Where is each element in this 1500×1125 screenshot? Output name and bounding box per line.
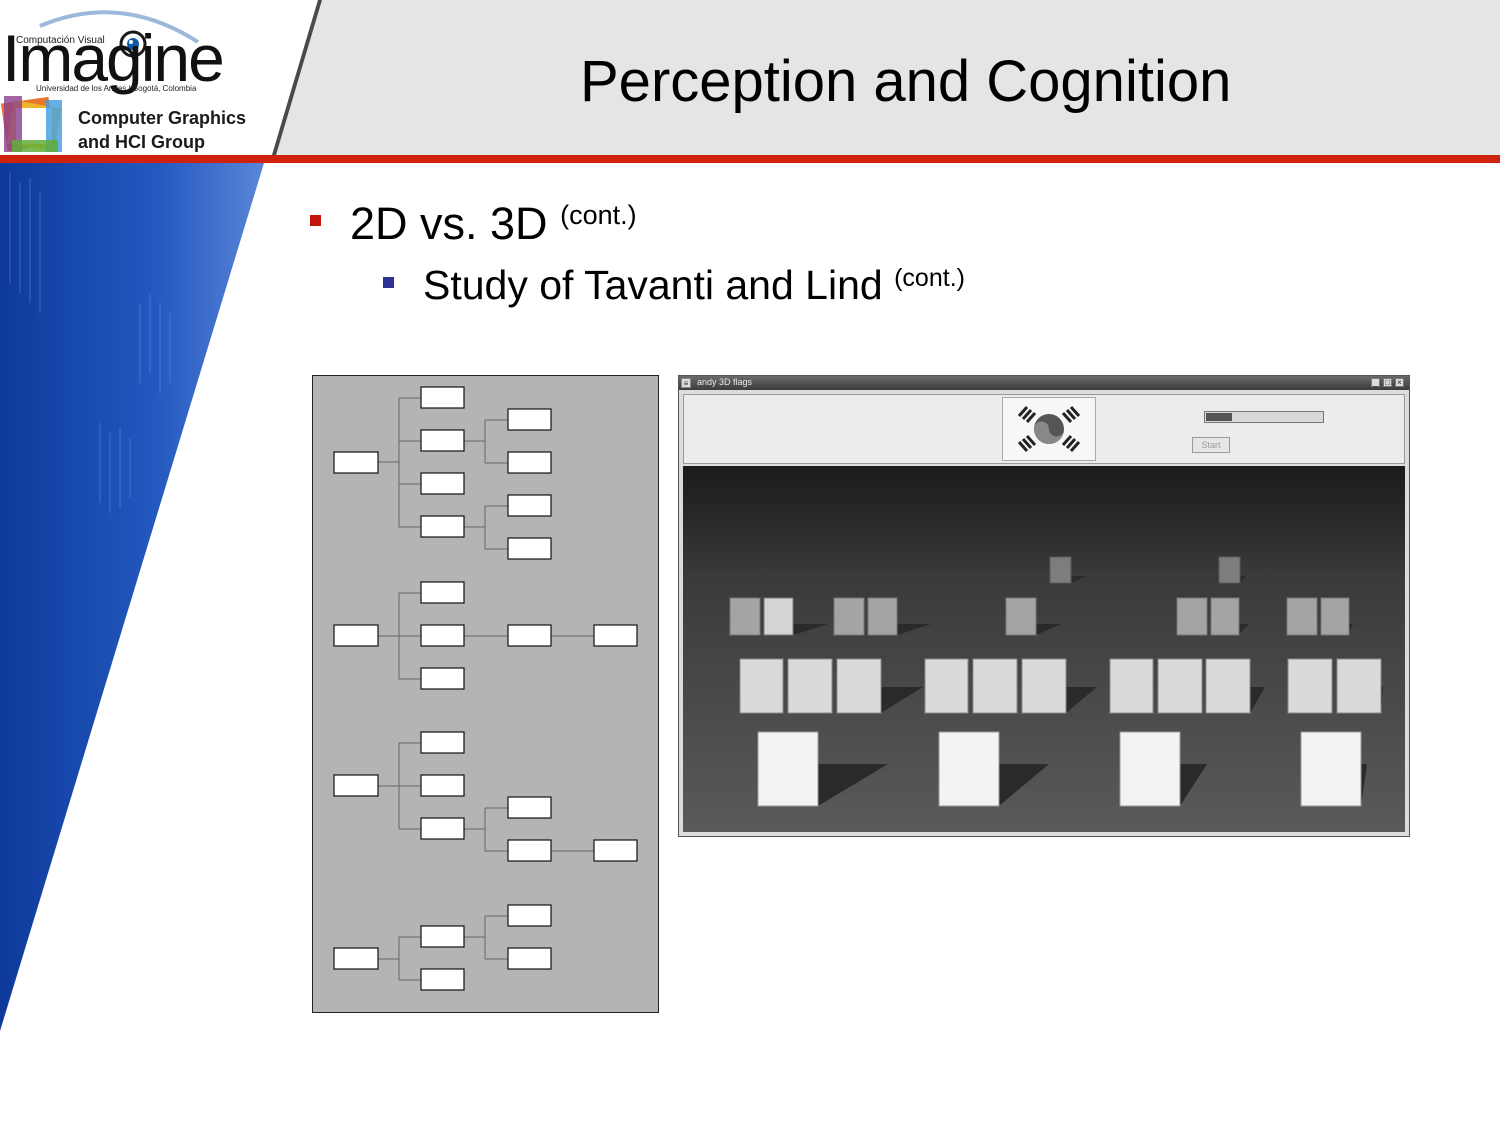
3d-scene-view[interactable] [683, 466, 1405, 832]
start-button[interactable]: Start [1192, 437, 1230, 453]
tree-2d-figure [312, 375, 659, 1013]
window-titlebar[interactable]: ≡ andy 3D flags _ □ × [679, 376, 1409, 390]
logo-graphics [0, 10, 200, 152]
bullet-square-icon [310, 215, 321, 226]
logo-subtitle: Universidad de los Andes | Bogotá, Colom… [36, 84, 197, 93]
logo-group-line1: Computer Graphics [78, 108, 247, 128]
bullet-level1-label: 2D vs. 3D [350, 198, 548, 249]
bullet-level2-text: Study of Tavanti and Lind (cont.) [423, 262, 965, 309]
minimize-icon[interactable]: _ [1371, 378, 1380, 387]
bullet-level1-sup: (cont.) [560, 200, 637, 230]
tree-2d-diagram [333, 386, 638, 991]
header-logo-wedge [0, 0, 322, 155]
progress-bar [1204, 411, 1324, 423]
app-window-3d-flags: ≡ andy 3D flags _ □ × Start [678, 375, 1410, 837]
bullet-square-icon [383, 277, 394, 288]
logo-top-text: Computación Visual [16, 35, 105, 46]
bullet-level2-label: Study of Tavanti and Lind [423, 262, 883, 308]
logo-group-name: Computer Graphics and HCI Group [78, 106, 246, 154]
close-icon[interactable]: × [1395, 378, 1404, 387]
decorative-blue-band [0, 163, 264, 1031]
maximize-icon[interactable]: □ [1383, 378, 1392, 387]
logo-wordmark: Imagine [2, 21, 225, 95]
header-red-rule [0, 155, 1500, 163]
progress-bar-fill [1206, 413, 1232, 421]
window-title: andy 3D flags [697, 377, 753, 387]
bullet-level2-sup: (cont.) [894, 264, 965, 292]
window-menu-icon[interactable]: ≡ [681, 378, 691, 388]
slide-title: Perception and Cognition [580, 49, 1232, 114]
bullet-level1-text: 2D vs. 3D (cont.) [350, 198, 637, 250]
korea-flag-icon [1002, 397, 1096, 461]
logo-group-line2: and HCI Group [78, 132, 205, 152]
window-toolbar: Start [683, 394, 1405, 464]
